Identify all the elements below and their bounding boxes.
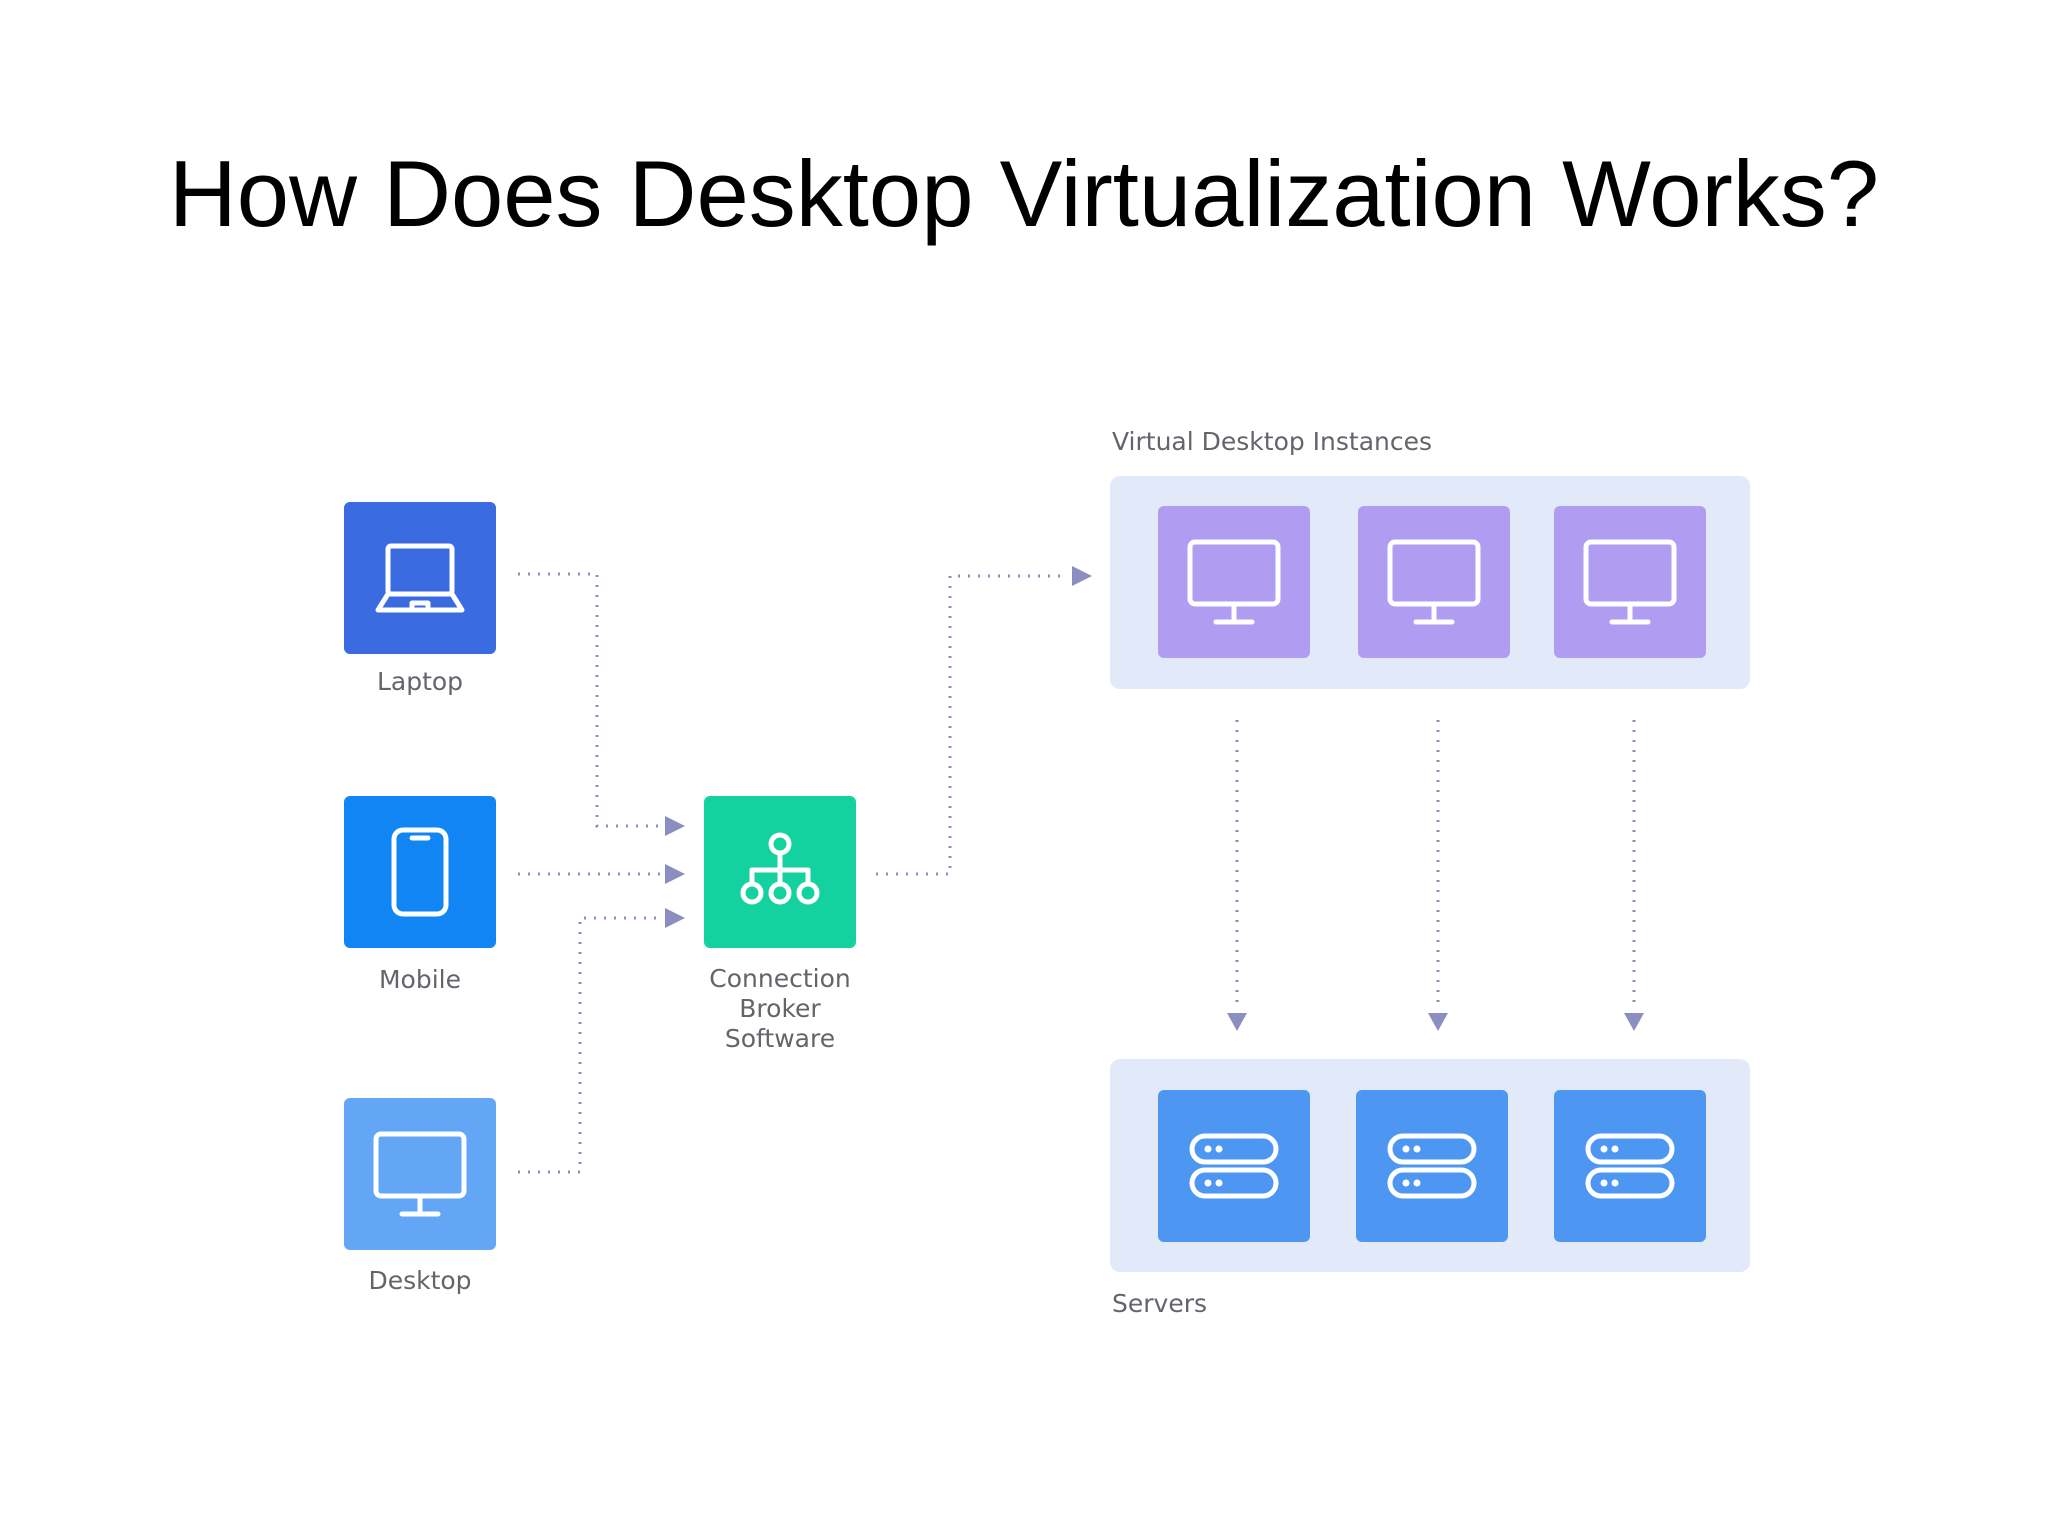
- arrow-desktop: [665, 908, 685, 928]
- server-icon: [1189, 1133, 1279, 1199]
- connector-broker-vdi: [876, 574, 1060, 876]
- hierarchy-icon: [740, 832, 820, 905]
- arrow-mobile: [665, 864, 685, 884]
- desktop-icon: [373, 1131, 467, 1217]
- arrow-server-1: [1227, 1013, 1247, 1031]
- broker-label-line-3: Software: [724, 1024, 836, 1053]
- server: [1356, 1090, 1508, 1242]
- broker-tile: [704, 796, 856, 948]
- connector-desktop-broker: [518, 916, 660, 1174]
- desktop-label: Desktop: [368, 1266, 472, 1295]
- laptop-tile: [344, 502, 496, 654]
- arrow-server-3: [1624, 1013, 1644, 1031]
- monitor-icon: [1187, 539, 1281, 625]
- vdi-group-label: Virtual Desktop Instances: [1112, 427, 1433, 456]
- laptop-icon: [375, 543, 465, 613]
- mobile-icon: [391, 827, 449, 917]
- desktop-tile: [344, 1098, 496, 1250]
- server: [1554, 1090, 1706, 1242]
- vdi-instance: [1554, 506, 1706, 658]
- server-icon: [1387, 1133, 1477, 1199]
- laptop-label: Laptop: [376, 667, 464, 696]
- broker-label-line-2: Broker: [739, 994, 821, 1023]
- arrow-server-2: [1428, 1013, 1448, 1031]
- server: [1158, 1090, 1310, 1242]
- broker-label-line-1: Connection: [709, 964, 851, 993]
- arrow-vdi: [1072, 566, 1092, 586]
- broker-label: Connection Broker Software: [680, 964, 880, 1054]
- vdi-instance: [1358, 506, 1510, 658]
- mobile-label: Mobile: [378, 965, 461, 994]
- servers-group-label: Servers: [1112, 1289, 1208, 1318]
- server-icon: [1585, 1133, 1675, 1199]
- mobile-tile: [344, 796, 496, 948]
- page-title: How Does Desktop Virtualization Works?: [168, 141, 1880, 246]
- arrow-laptop: [665, 816, 685, 836]
- monitor-icon: [1583, 539, 1677, 625]
- monitor-icon: [1387, 539, 1481, 625]
- vdi-instance: [1158, 506, 1310, 658]
- connector-laptop-broker: [518, 572, 660, 828]
